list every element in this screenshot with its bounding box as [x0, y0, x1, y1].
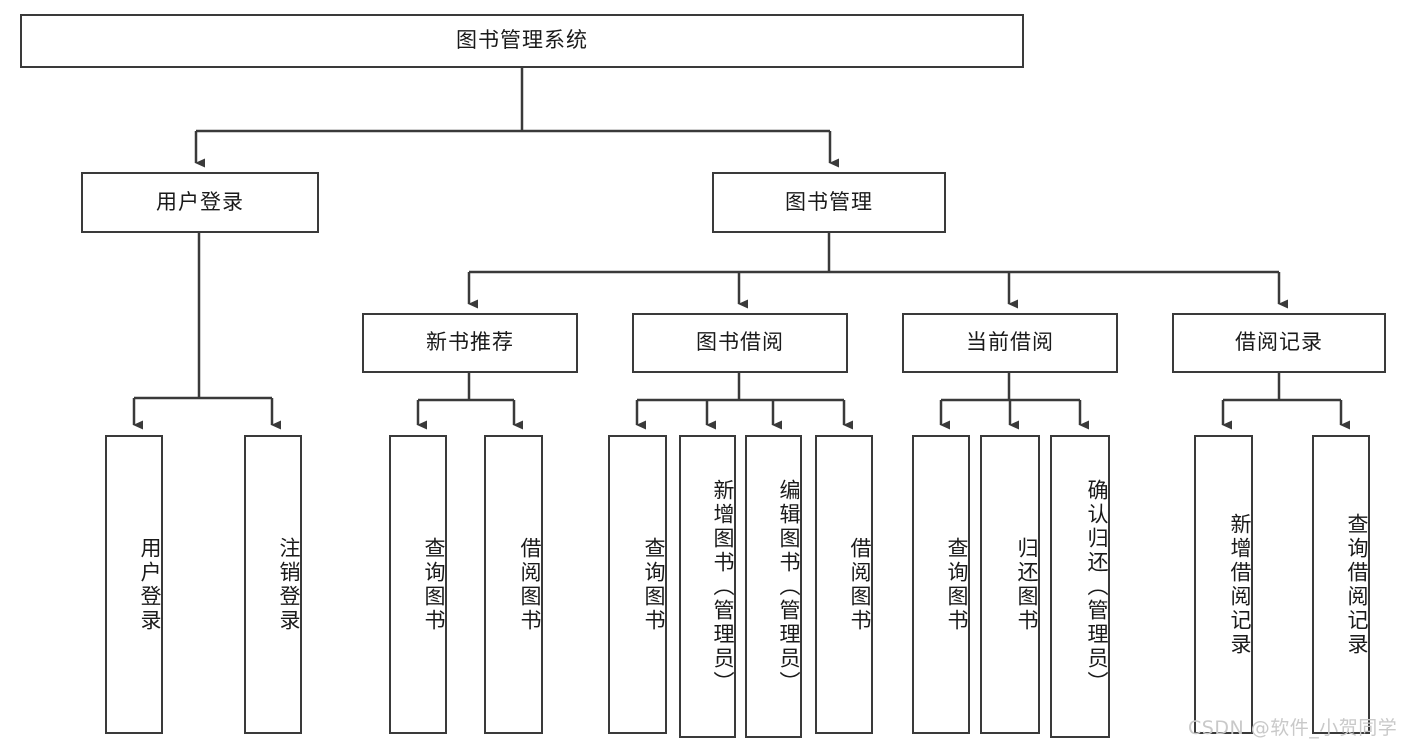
node-label: 借阅图书 [518, 536, 542, 633]
node-label: 归还图书 [1015, 536, 1039, 633]
node-leaf-add-book[interactable]: 新增图书（管理员） [679, 435, 736, 738]
node-label: 查询借阅记录 [1345, 512, 1369, 657]
node-label: 查询图书 [642, 536, 666, 633]
node-book-management[interactable]: 图书管理 [712, 172, 946, 233]
node-leaf-user-login[interactable]: 用户登录 [105, 435, 163, 734]
node-label: 图书管理系统 [456, 28, 588, 53]
node-leaf-add-borrow-record[interactable]: 新增借阅记录 [1194, 435, 1253, 734]
node-label: 编辑图书（管理员） [777, 478, 801, 695]
node-label: 新增借阅记录 [1228, 512, 1252, 657]
node-new-book-recommend[interactable]: 新书推荐 [362, 313, 578, 373]
node-borrow-record[interactable]: 借阅记录 [1172, 313, 1386, 373]
node-label: 用户登录 [156, 189, 244, 214]
node-leaf-borrow-book-2[interactable]: 借阅图书 [815, 435, 873, 734]
node-label: 借阅图书 [848, 536, 872, 633]
node-leaf-query-borrow-record[interactable]: 查询借阅记录 [1312, 435, 1370, 734]
node-label: 新书推荐 [426, 330, 514, 355]
node-leaf-return-book[interactable]: 归还图书 [980, 435, 1040, 734]
node-label: 注销登录 [277, 536, 301, 633]
node-label: 图书管理 [785, 189, 873, 214]
node-leaf-edit-book[interactable]: 编辑图书（管理员） [745, 435, 802, 738]
node-root-system[interactable]: 图书管理系统 [20, 14, 1024, 68]
node-label: 新增图书（管理员） [711, 478, 735, 695]
node-book-borrow[interactable]: 图书借阅 [632, 313, 848, 373]
node-label: 确认归还（管理员） [1085, 478, 1109, 695]
node-leaf-confirm-return[interactable]: 确认归还（管理员） [1050, 435, 1110, 738]
node-label: 图书借阅 [696, 330, 784, 355]
node-leaf-query-book-1[interactable]: 查询图书 [389, 435, 447, 734]
node-label: 借阅记录 [1235, 330, 1323, 355]
node-leaf-borrow-book-1[interactable]: 借阅图书 [484, 435, 543, 734]
node-user-login[interactable]: 用户登录 [81, 172, 319, 233]
node-label: 查询图书 [945, 536, 969, 633]
watermark-text: CSDN @软件_小贺同学 [1188, 717, 1398, 739]
node-current-borrow[interactable]: 当前借阅 [902, 313, 1118, 373]
node-leaf-query-book-2[interactable]: 查询图书 [608, 435, 667, 734]
node-leaf-logout-login[interactable]: 注销登录 [244, 435, 302, 734]
node-leaf-query-book-3[interactable]: 查询图书 [912, 435, 970, 734]
node-label: 当前借阅 [966, 330, 1054, 355]
node-label: 查询图书 [422, 536, 446, 633]
node-label: 用户登录 [138, 536, 162, 633]
